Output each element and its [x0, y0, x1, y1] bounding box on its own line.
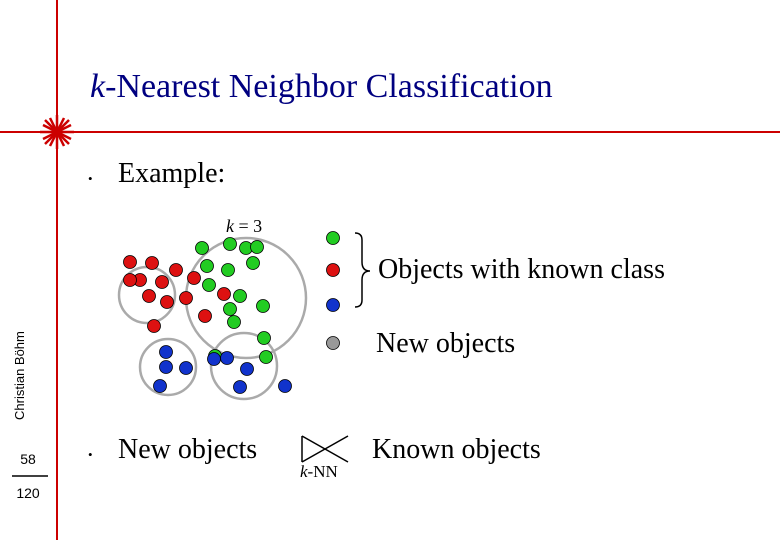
- green-point: [233, 289, 247, 303]
- bullet-dot: •: [88, 171, 93, 186]
- legend-gray-dot: [326, 336, 340, 350]
- knn-cross-icon: [301, 435, 349, 463]
- red-point: [187, 271, 201, 285]
- red-point: [147, 319, 161, 333]
- knn-rest: -NN: [307, 462, 338, 481]
- blue-point: [159, 360, 173, 374]
- green-point: [250, 240, 264, 254]
- green-points: [195, 237, 273, 364]
- blue-point: [240, 362, 254, 376]
- legend-new-objects: New objects: [376, 328, 516, 359]
- red-point: [169, 263, 183, 277]
- page-total: 120: [16, 485, 40, 501]
- knn-k: k: [300, 462, 308, 481]
- green-point: [221, 263, 235, 277]
- k-value: 3: [253, 216, 263, 236]
- legend-known-class: Objects with known class: [378, 254, 665, 285]
- red-point: [142, 289, 156, 303]
- neighborhood-circle-blue-left: [138, 337, 198, 397]
- legend-red-dot: [326, 263, 340, 277]
- bottom-new-objects: New objects: [118, 434, 258, 465]
- page-number: 58: [20, 451, 36, 467]
- blue-point: [153, 379, 167, 393]
- green-point: [195, 241, 209, 255]
- title-k: k: [90, 68, 106, 105]
- red-point: [160, 295, 174, 309]
- red-point: [123, 255, 137, 269]
- red-points: [123, 255, 231, 333]
- blue-point: [159, 345, 173, 359]
- example-label: Example:: [118, 158, 226, 189]
- red-point: [179, 291, 193, 305]
- blue-points: [153, 345, 292, 394]
- k-label: k = 3: [226, 216, 262, 237]
- blue-point: [233, 380, 247, 394]
- green-point: [259, 350, 273, 364]
- blue-point: [207, 352, 221, 366]
- author-label: Christian Böhm: [12, 331, 27, 420]
- red-point: [145, 256, 159, 270]
- legend-green-dot: [326, 231, 340, 245]
- blue-point: [278, 379, 292, 393]
- title-rest: -Nearest Neighbor Classification: [105, 68, 553, 105]
- legend-blue-dot: [326, 298, 340, 312]
- bullet-dot: •: [88, 447, 93, 462]
- blue-point: [220, 351, 234, 365]
- k-var: k: [226, 216, 234, 236]
- red-point: [198, 309, 212, 323]
- starburst-icon: [40, 115, 74, 149]
- green-point: [256, 299, 270, 313]
- k-eq: =: [234, 216, 254, 236]
- knn-label: k-NN: [300, 462, 338, 482]
- green-point: [202, 278, 216, 292]
- slide-title: k-Nearest Neighbor Classification: [90, 68, 553, 106]
- red-point: [155, 275, 169, 289]
- legend-brace: [354, 232, 371, 308]
- green-point: [257, 331, 271, 345]
- red-point: [123, 273, 137, 287]
- blue-point: [179, 361, 193, 375]
- neighborhood-circle-blue-right: [209, 331, 279, 401]
- green-point: [227, 315, 241, 329]
- known-objects-label: Known objects: [372, 434, 541, 465]
- green-point: [223, 302, 237, 316]
- green-point: [200, 259, 214, 273]
- red-point: [217, 287, 231, 301]
- green-point: [223, 237, 237, 251]
- green-point: [246, 256, 260, 270]
